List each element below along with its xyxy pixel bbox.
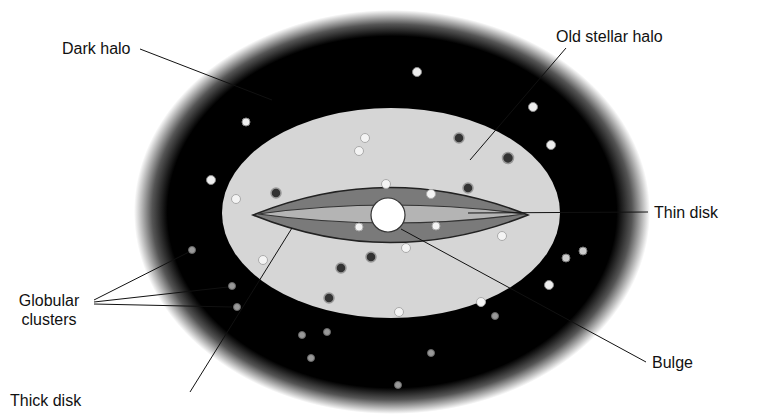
leader-line bbox=[470, 48, 566, 160]
leader-line bbox=[190, 228, 292, 392]
cluster-dot bbox=[454, 133, 464, 143]
cluster-dot bbox=[259, 256, 268, 265]
cluster-dot bbox=[324, 329, 331, 336]
cluster-dot bbox=[382, 180, 391, 189]
part-label: Dark halo bbox=[62, 39, 130, 58]
cluster-dot bbox=[366, 252, 376, 262]
part-label: Thick disk bbox=[10, 391, 81, 410]
cluster-dot bbox=[498, 232, 507, 241]
dark-halo bbox=[134, 10, 650, 414]
leader-line bbox=[94, 287, 228, 302]
cluster-dot bbox=[492, 313, 499, 320]
cluster-dot bbox=[229, 283, 236, 290]
cluster-dot bbox=[355, 147, 364, 156]
cluster-dot bbox=[271, 188, 281, 198]
cluster-dot bbox=[395, 308, 404, 317]
cluster-dot bbox=[562, 254, 570, 262]
cluster-dot bbox=[432, 222, 440, 230]
thick-disk bbox=[253, 188, 528, 243]
cluster-dot bbox=[336, 263, 346, 273]
cluster-dot bbox=[395, 382, 402, 389]
cluster-dot bbox=[427, 190, 436, 199]
cluster-dot bbox=[477, 298, 486, 307]
cluster-dot bbox=[545, 281, 554, 290]
leader-lines bbox=[94, 48, 648, 392]
leader-line bbox=[401, 229, 646, 362]
cluster-dot bbox=[299, 332, 306, 339]
cluster-dot bbox=[413, 68, 422, 77]
cluster-dot bbox=[402, 244, 411, 253]
cluster-dot bbox=[547, 141, 556, 150]
cluster-dot bbox=[232, 195, 241, 204]
cluster-dot bbox=[355, 223, 363, 231]
part-label: Bulge bbox=[652, 353, 693, 372]
cluster-dot bbox=[428, 350, 435, 357]
cluster-dot bbox=[529, 103, 538, 112]
part-label: Old stellar halo bbox=[556, 27, 663, 46]
cluster-dot bbox=[463, 183, 473, 193]
cluster-dot bbox=[503, 153, 514, 164]
leader-line bbox=[94, 304, 232, 307]
part-label: Globular clusters bbox=[4, 291, 94, 329]
leader-line bbox=[140, 49, 272, 100]
cluster-dot bbox=[324, 293, 334, 303]
leader-line bbox=[468, 212, 648, 213]
cluster-dot bbox=[579, 247, 587, 255]
part-label: Thin disk bbox=[654, 203, 718, 222]
bulge bbox=[371, 198, 405, 232]
cluster-dot bbox=[361, 134, 370, 143]
cluster-dot bbox=[308, 355, 315, 362]
globular-clusters bbox=[189, 68, 588, 389]
cluster-dot bbox=[207, 176, 216, 185]
cluster-dot bbox=[242, 118, 250, 126]
cluster-dot bbox=[234, 304, 241, 311]
cluster-dot bbox=[189, 247, 196, 254]
